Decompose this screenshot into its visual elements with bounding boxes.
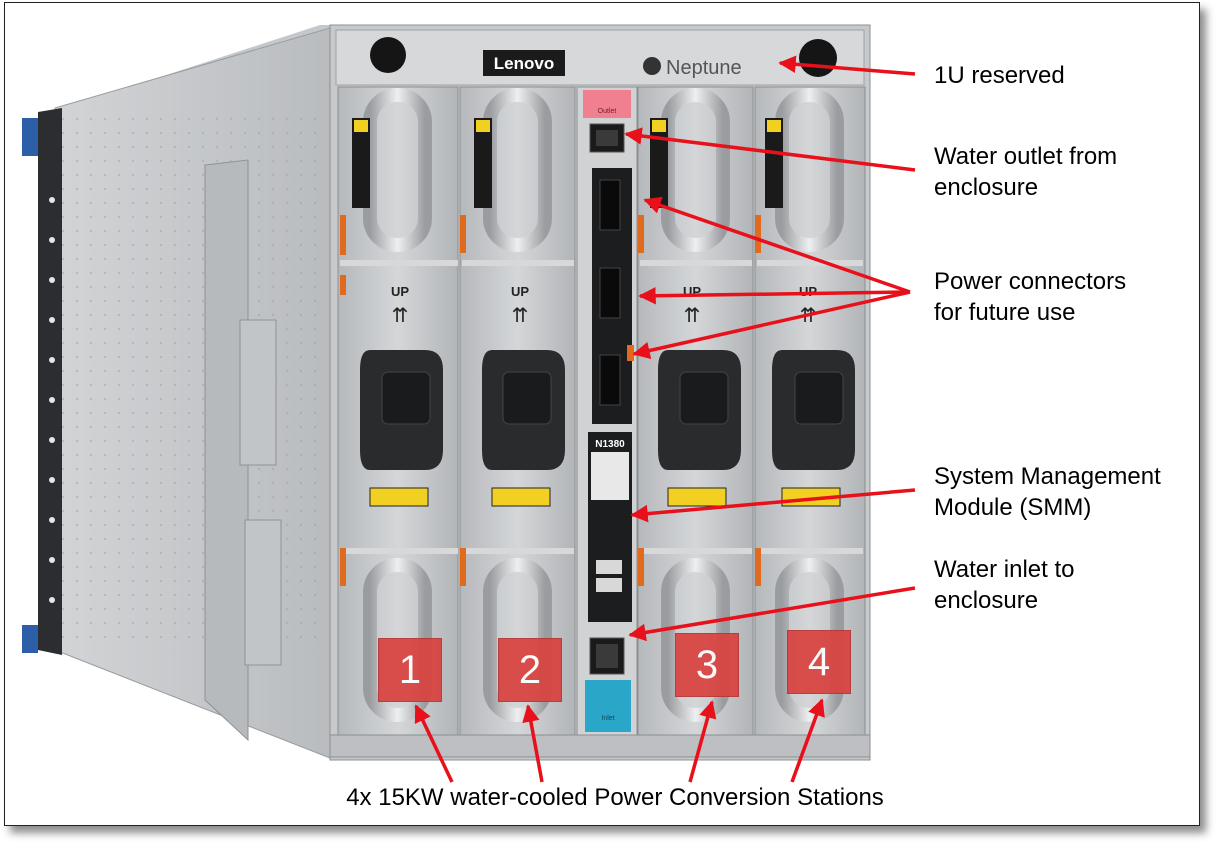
up-label: UP [683, 284, 701, 299]
up-label: UP [511, 284, 529, 299]
reserved-1u-bay [335, 29, 865, 86]
svg-text:⇈: ⇈ [392, 305, 409, 327]
lenovo-logo-plate [483, 50, 565, 76]
label-1u-reserved: 1U reserved [934, 62, 1065, 89]
lenovo-logo: Lenovo [494, 54, 554, 73]
label-smm: System Management Module (SMM) [934, 463, 1161, 521]
station-number-2: 2 [498, 638, 562, 702]
outlet-tag [583, 90, 631, 118]
smm-model: N1380 [595, 439, 625, 450]
up-label: UP [391, 284, 409, 299]
neptune-logo: Neptune [666, 57, 742, 79]
label-water-outlet: Water outlet from enclosure [934, 143, 1118, 201]
up-label: UP [799, 284, 817, 299]
svg-text:⇈: ⇈ [684, 305, 701, 327]
station-number-4: 4 [787, 630, 851, 694]
caption: 4x 15KW water-cooled Power Conversion St… [346, 784, 884, 811]
svg-text:⇈: ⇈ [800, 305, 817, 327]
inlet-tag [585, 680, 631, 732]
label-water-inlet: Water inlet to enclosure [934, 556, 1075, 614]
chassis-top [65, 25, 870, 108]
station-number-3: 3 [675, 633, 739, 697]
outlet-label: Outlet [598, 108, 617, 115]
label-power-connectors: Power connectors for future use [934, 268, 1127, 326]
inlet-label: Inlet [601, 715, 614, 722]
svg-text:⇈: ⇈ [512, 305, 529, 327]
station-number-1: 1 [378, 638, 442, 702]
